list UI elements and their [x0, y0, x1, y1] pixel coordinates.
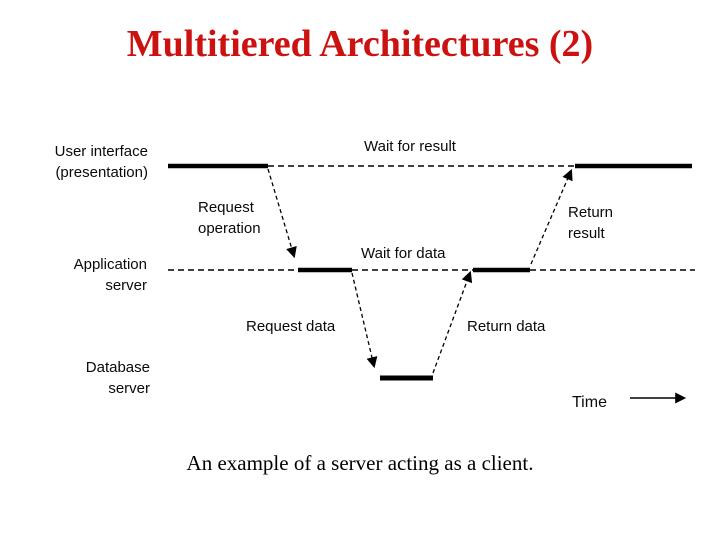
request-data-arrow: [351, 272, 378, 369]
time-axis-label: Time: [572, 394, 607, 411]
return-result-arrow: [530, 168, 573, 265]
request-data-label: Request data: [246, 318, 336, 335]
request-operation-label: Request operation: [198, 199, 261, 237]
request-operation-arrow: [267, 168, 297, 259]
wait-for-result-label: Wait for result: [364, 138, 456, 155]
tier-label-database-server: Database server: [85, 359, 150, 397]
tier-label-user-interface: User interface (presentation): [54, 143, 148, 181]
return-data-label: Return data: [467, 318, 546, 335]
slide-title: Multitiered Architectures (2): [126, 23, 594, 65]
tier-label-application-server: Application server: [73, 256, 147, 294]
wait-for-data-label: Wait for data: [361, 245, 446, 262]
return-result-label: Return result: [568, 204, 614, 242]
slide-caption: An example of a server acting as a clien…: [186, 451, 534, 475]
return-data-arrow: [432, 270, 473, 374]
